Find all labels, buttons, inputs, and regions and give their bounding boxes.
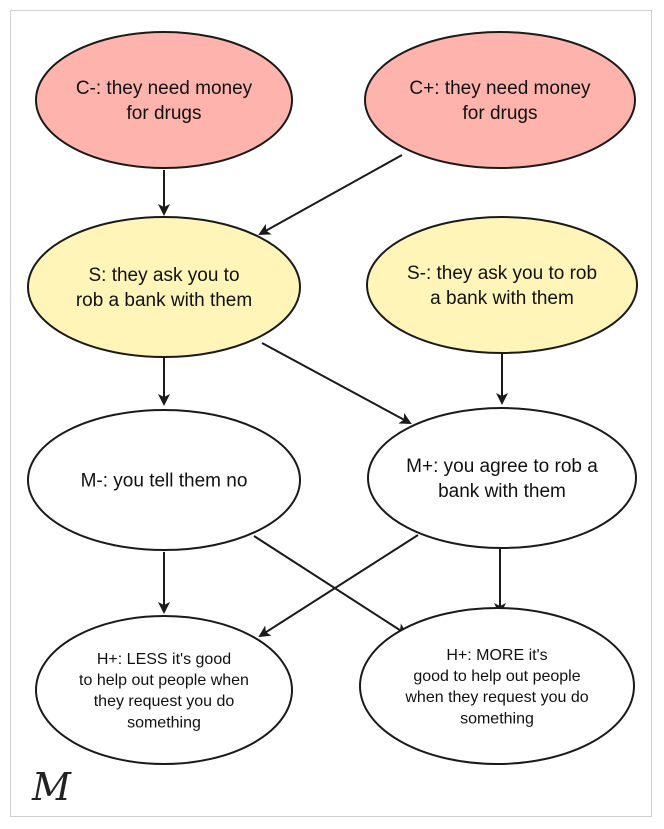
node-label-line: for drugs [127,103,202,124]
node-label-line: M-: you tell them no [81,471,248,492]
node-label-line: S-: they ask you to rob [407,263,597,284]
node-label-line: when they request you do [404,689,588,706]
node-m-plus: M+: you agree to rob a bank with them [367,407,637,549]
node-label-line: a bank with them [430,288,574,309]
node-label-line: for drugs [463,103,538,124]
node-label-line: M+: you agree to rob a [406,456,598,477]
node-label-line: something [460,710,534,727]
node-label-line: to help out people when [79,672,249,689]
node-label-line: something [127,714,201,731]
svg-text:M-: you tell them no: M-: you tell them no [81,471,248,492]
node-label-line: S: they ask you to [88,265,239,286]
node-label-line: H+: LESS it's good [97,651,231,668]
node-label-line: C-: they need money [76,78,253,99]
node-h-less: H+: LESS it's good to help out people whe… [35,615,293,765]
node-label-line: they request you do [94,693,235,710]
node-label-line: C+: they need money [409,78,591,99]
arrow-s-to-mplus [261,342,412,424]
node-label-line: bank with them [438,481,566,502]
node-m-minus: M-: you tell them no [27,409,301,551]
node-label-line: rob a bank with them [76,290,252,311]
arrow-mminus-to-hmore [253,535,408,636]
node-s-plus: S: they ask you to rob a bank with them [27,216,301,358]
node-s-minus: S-: they ask you to rob a bank with them [366,216,638,354]
node-c-minus: C-: they need money for drugs [35,31,293,169]
node-label-line: good to help out people [413,668,580,685]
node-label-line: H+: MORE it's [446,647,547,664]
node-c-plus: C+: they need money for drugs [364,31,636,169]
node-h-more: H+: MORE it's good to help out people when… [359,607,635,765]
arrow-mplus-to-hless [258,534,419,638]
signature-logo: M [31,765,72,809]
arrow-cplus-to-s [258,154,403,235]
